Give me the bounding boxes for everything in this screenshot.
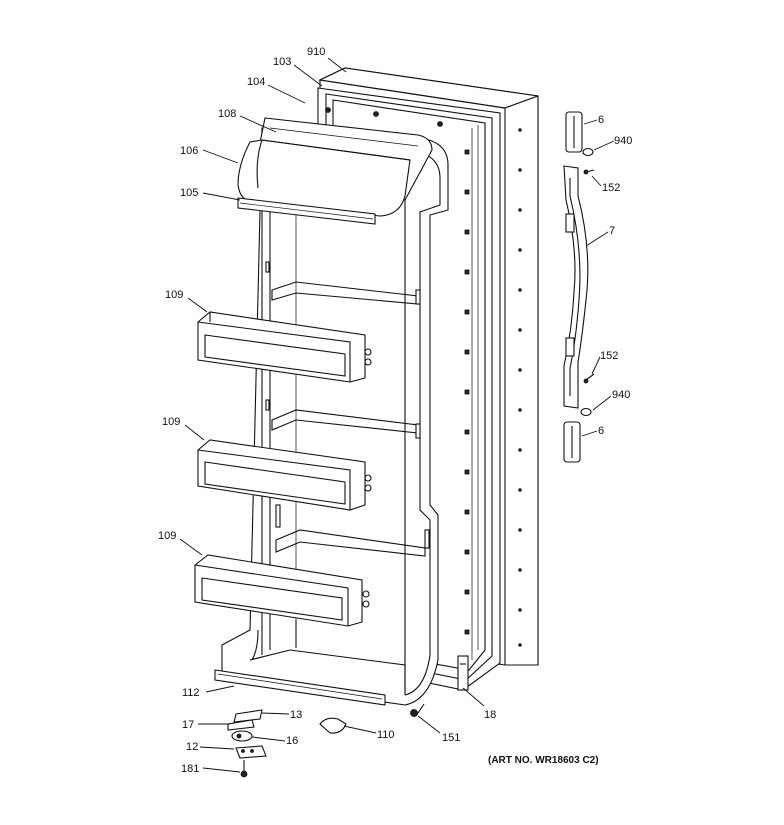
label-108: 108 xyxy=(218,108,236,120)
label-940-top: 940 xyxy=(614,135,632,147)
label-18: 18 xyxy=(484,709,496,721)
door-handle xyxy=(563,111,595,463)
gasket-clips xyxy=(464,149,470,635)
bottom-trim xyxy=(214,669,386,706)
label-110: 110 xyxy=(377,729,395,741)
label-109-bottom: 109 xyxy=(158,530,176,542)
door-shelf-1 xyxy=(197,311,372,383)
label-6-top: 6 xyxy=(598,114,604,126)
label-152-bottom: 152 xyxy=(600,350,618,362)
door-stop xyxy=(319,717,347,734)
label-910: 910 xyxy=(307,46,325,58)
label-152-top: 152 xyxy=(602,182,620,194)
label-103: 103 xyxy=(273,56,291,68)
label-104: 104 xyxy=(247,76,265,88)
label-181: 181 xyxy=(181,763,199,775)
door-shelf-3 xyxy=(194,554,370,627)
label-151: 151 xyxy=(442,732,460,744)
label-7: 7 xyxy=(609,225,615,237)
label-106: 106 xyxy=(180,145,198,157)
hinge-hardware xyxy=(227,709,267,778)
label-6-bottom: 6 xyxy=(598,425,604,437)
inner-door-liner xyxy=(221,127,449,706)
bottom-screw xyxy=(410,703,425,717)
label-13: 13 xyxy=(290,709,302,721)
door-shelf-2 xyxy=(197,439,372,511)
label-12: 12 xyxy=(186,741,198,753)
leader-lines xyxy=(179,57,615,773)
label-112: 112 xyxy=(182,687,200,699)
art-number: (ART NO. WR18603 C2) xyxy=(488,755,599,766)
label-109-top: 109 xyxy=(165,289,183,301)
panel-screw-holes xyxy=(518,128,522,647)
label-17: 17 xyxy=(182,719,194,731)
label-16: 16 xyxy=(286,735,298,747)
label-940-bottom: 940 xyxy=(612,389,630,401)
dairy-compartment xyxy=(237,117,433,225)
callout-labels: 910 103 104 108 106 105 109 109 109 112 … xyxy=(158,46,632,775)
label-105: 105 xyxy=(180,187,198,199)
label-109-middle: 109 xyxy=(162,416,180,428)
